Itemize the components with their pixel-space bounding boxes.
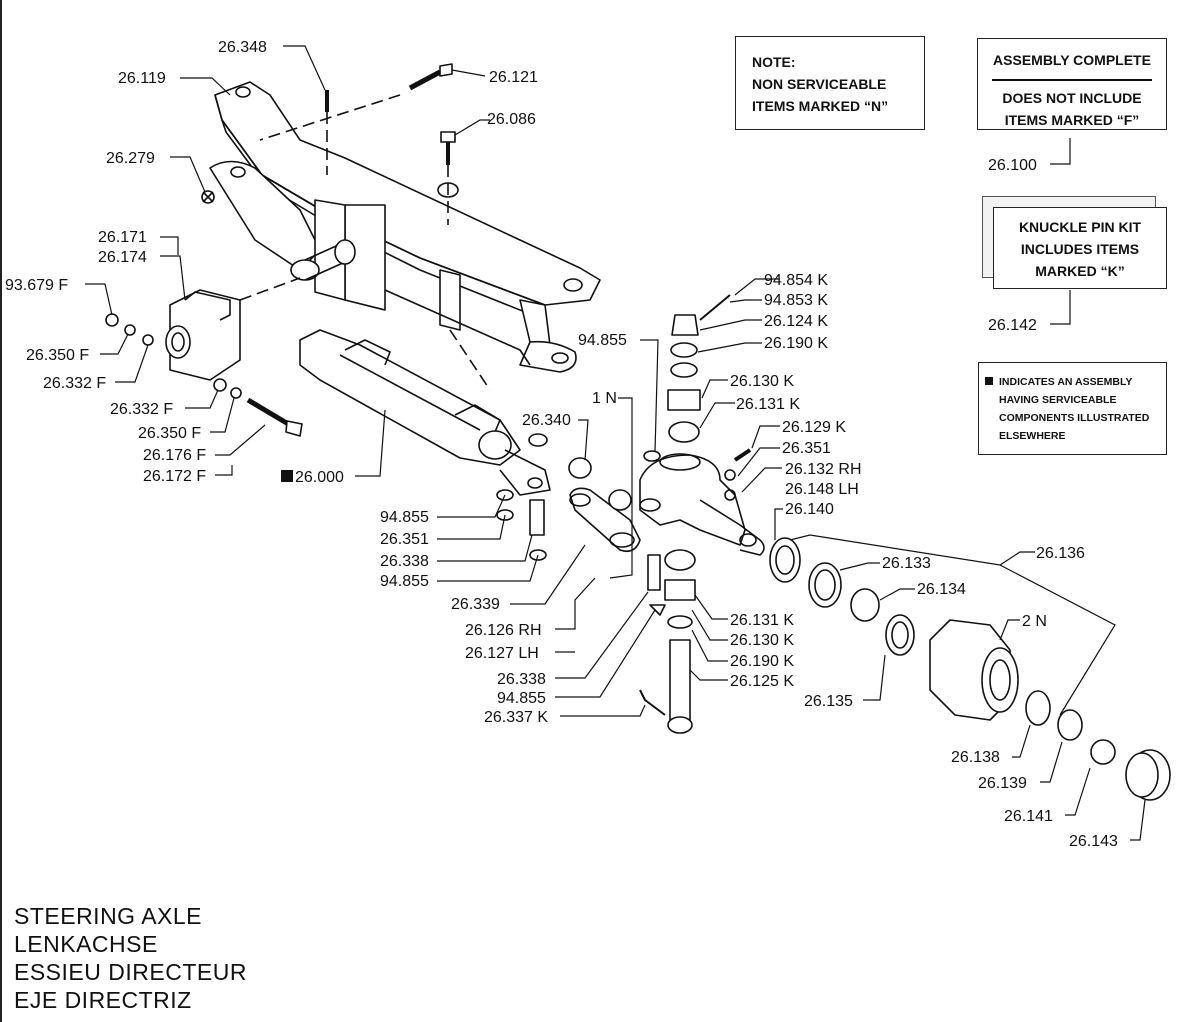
part-label: 26.132 RH	[785, 461, 862, 478]
part-label: 26.279	[106, 150, 155, 167]
part-label: 26.350 F	[26, 347, 89, 364]
assembly-line: ITEMS MARKED “F”	[1004, 112, 1140, 128]
part-label: 26.139	[978, 775, 1027, 792]
note-box: NOTE: NON SERVICEABLE ITEMS MARKED “N”	[735, 36, 925, 130]
kit-line: INCLUDES ITEMS	[1020, 241, 1140, 257]
part-label: 26.339	[451, 596, 500, 613]
wheel-hub-drawing	[769, 537, 1171, 801]
note-line: ITEMS MARKED “N”	[752, 98, 889, 114]
part-label: 2 N	[1022, 613, 1047, 630]
kit-line: MARKED “K”	[1035, 263, 1125, 279]
part-label: 26.121	[489, 69, 538, 86]
legend-box: INDICATES AN ASSEMBLY HAVING SERVICEABLE…	[978, 362, 1167, 455]
part-label: 26.337 K	[484, 709, 548, 726]
divider	[992, 79, 1152, 81]
legend-line: INDICATES AN ASSEMBLY	[999, 376, 1133, 388]
part-label: 26.351	[782, 440, 831, 457]
part-label: 26.131 K	[736, 396, 800, 413]
part-label: 1 N	[592, 390, 617, 407]
title-german: LENKACHSE	[14, 931, 158, 957]
part-labels: 26.348 26.119 26.121 26.086 26.279 26.17…	[5, 39, 1118, 850]
assembly-heading: ASSEMBLY COMPLETE	[993, 52, 1151, 68]
part-label: 26.130 K	[730, 373, 794, 390]
part-label: 26.171	[98, 229, 147, 246]
part-label: 26.172 F	[143, 468, 206, 485]
steering-knuckle-drawing	[639, 448, 765, 556]
part-label: 26.125 K	[730, 673, 794, 690]
part-label: 26.338	[380, 553, 429, 570]
title-english: STEERING AXLE	[14, 903, 203, 929]
part-label: 26.127 LH	[465, 645, 539, 662]
part-label: 26.133	[882, 555, 931, 572]
knuckle-pin-kit-box: KNUCKLE PIN KIT INCLUDES ITEMS MARKED “K…	[993, 207, 1167, 289]
part-label: 26.176 F	[143, 447, 206, 464]
part-label: 94.855	[380, 573, 429, 590]
note-line: NON SERVICEABLE	[752, 76, 887, 92]
title-spanish: EJE DIRECTRIZ	[14, 987, 192, 1013]
part-label: 26.131 K	[730, 612, 794, 629]
part-label: 26.138	[951, 749, 1000, 766]
part-label: 26.000	[295, 469, 344, 486]
part-label: 94.854 K	[764, 272, 828, 289]
assembly-line: DOES NOT INCLUDE	[1002, 90, 1142, 106]
assembly-square-icon	[985, 377, 993, 385]
kit-ref-label: 26.142	[988, 317, 1037, 334]
part-label: 26.143	[1069, 833, 1118, 850]
part-label: 26.332 F	[43, 375, 106, 392]
part-label: 26.086	[487, 111, 536, 128]
axle-beam-drawing	[209, 81, 601, 373]
part-label: 26.348	[218, 39, 267, 56]
assembly-complete-box: ASSEMBLY COMPLETE DOES NOT INCLUDE ITEMS…	[977, 38, 1167, 130]
note-heading: NOTE:	[752, 54, 796, 70]
part-label: 94.855	[578, 332, 627, 349]
title-french: ESSIEU DIRECTEUR	[14, 959, 247, 985]
title-block: STEERING AXLE LENKACHSE ESSIEU DIRECTEUR…	[14, 902, 247, 1014]
part-label: 26.338	[497, 671, 546, 688]
part-label: 26.124 K	[764, 313, 828, 330]
part-label: 26.351	[380, 531, 429, 548]
part-label: 26.332 F	[110, 401, 173, 418]
part-label: 26.190 K	[764, 335, 828, 352]
kingpin-stack-bottom-drawing	[639, 549, 696, 734]
kingpin-stack-top-drawing	[667, 294, 731, 443]
legend-line: COMPONENTS ILLUSTRATED	[999, 412, 1150, 424]
steering-cylinder-drawing	[299, 329, 551, 496]
part-label: 26.148 LH	[785, 481, 859, 498]
leader-lines	[85, 45, 1146, 841]
part-label: 93.679 F	[5, 277, 68, 294]
part-label: 26.141	[1004, 808, 1053, 825]
steering-arm-drawing	[496, 433, 666, 616]
part-label: 94.853 K	[764, 292, 828, 309]
part-label: 26.190 K	[730, 653, 794, 670]
part-label: 26.350 F	[138, 425, 201, 442]
legend-line: ELSEWHERE	[999, 430, 1066, 442]
part-label: 26.340	[522, 412, 571, 429]
assembly-ref-label: 26.100	[988, 157, 1037, 174]
legend-line: HAVING SERVICEABLE	[999, 394, 1117, 406]
part-label: 26.119	[118, 70, 166, 87]
part-label: 26.174	[98, 249, 147, 266]
page-border	[0, 0, 2, 1022]
part-label: 26.136	[1036, 545, 1085, 562]
part-label: 26.134	[917, 581, 966, 598]
part-label: 26.140	[785, 501, 834, 518]
part-label: 26.126 RH	[465, 622, 542, 639]
part-label: 26.130 K	[730, 632, 794, 649]
pivot-bracket-drawing	[105, 289, 303, 437]
part-label: 26.135	[804, 693, 853, 710]
part-label: 26.129 K	[782, 419, 846, 436]
assembly-square-icon	[281, 470, 293, 482]
kit-line: KNUCKLE PIN KIT	[1018, 219, 1142, 235]
part-label: 94.855	[380, 509, 429, 526]
part-label: 94.855	[497, 690, 546, 707]
